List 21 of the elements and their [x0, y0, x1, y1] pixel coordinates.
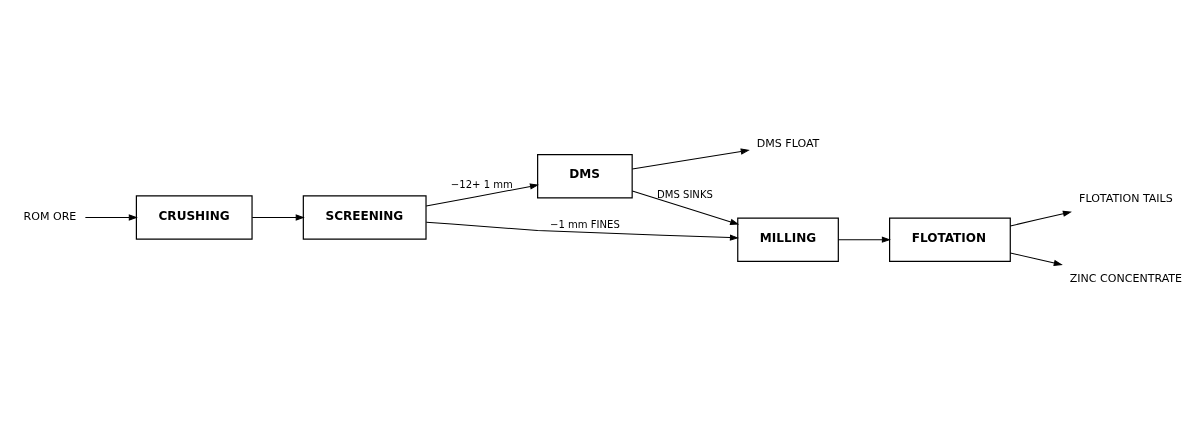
arrow	[425, 221, 739, 241]
edge-label: −12+ 1 mm	[450, 179, 513, 191]
arrow	[1009, 252, 1063, 266]
node-box: CRUSHING	[135, 195, 253, 240]
node-box: SCREENING	[302, 195, 427, 240]
arrow	[631, 148, 750, 170]
arrow	[425, 183, 539, 207]
edge-label: DMS SINKS	[656, 189, 713, 201]
node-text: DMS FLOAT	[756, 136, 819, 150]
node-text: FLOTATION TAILS	[1078, 192, 1173, 206]
arrow	[837, 236, 891, 243]
node-text: ROM ORE	[23, 210, 76, 224]
node-box: FLOTATION	[888, 217, 1011, 262]
edge-label: −1 mm FINES	[549, 218, 620, 230]
node-text: ZINC CONCENTRATE	[1069, 271, 1182, 285]
arrow	[84, 214, 138, 221]
node-box: DMS	[536, 154, 633, 199]
node-box: MILLING	[736, 217, 839, 262]
arrow	[1009, 210, 1072, 227]
arrow	[251, 214, 305, 221]
arrow	[631, 190, 739, 225]
